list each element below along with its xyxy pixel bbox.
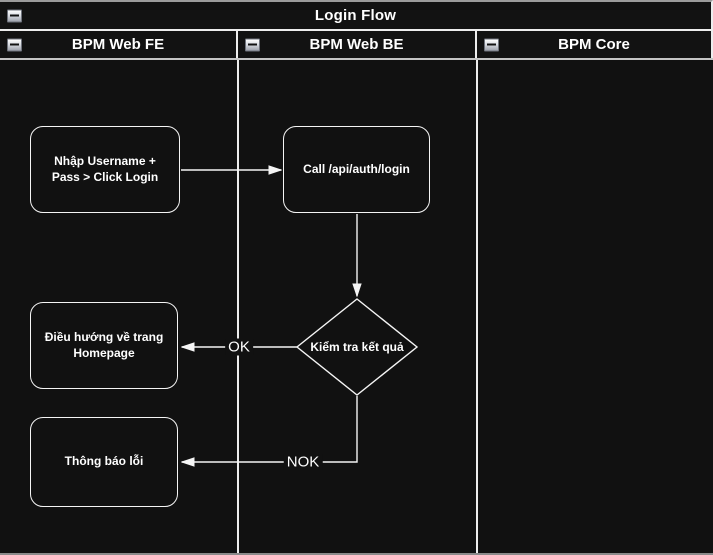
lane-label: BPM Core xyxy=(558,36,630,53)
node-label: Điều hướng về trang Homepage xyxy=(44,329,164,360)
collapse-minus-icon[interactable] xyxy=(7,9,22,22)
lane-header-bpm-web-be[interactable]: BPM Web BE xyxy=(238,31,477,58)
edge-label-nok[interactable]: NOK xyxy=(283,453,323,471)
node-redirect-homepage[interactable]: Điều hướng về trang Homepage xyxy=(30,302,178,389)
diagram-edges-layer xyxy=(181,60,478,553)
lane-label: BPM Web BE xyxy=(309,36,404,53)
collapse-minus-icon[interactable] xyxy=(7,38,22,51)
edge-check-nok-to-error[interactable] xyxy=(182,396,358,462)
lane-header-row: BPM Web FE BPM Web BE BPM Core xyxy=(0,31,713,60)
minus-glyph xyxy=(10,43,19,46)
diagram-body: Nhập Username + Pass > Click Login Call … xyxy=(0,60,713,555)
node-label: Call /api/auth/login xyxy=(303,161,410,176)
pool-title: Login Flow xyxy=(314,7,397,24)
node-call-login-api[interactable]: Call /api/auth/login xyxy=(283,126,430,213)
node-error-message[interactable]: Thông báo lỗi xyxy=(30,417,178,507)
node-login-input[interactable]: Nhập Username + Pass > Click Login xyxy=(30,126,180,213)
edge-label-ok[interactable]: OK xyxy=(225,338,253,356)
lane-header-bpm-web-fe[interactable]: BPM Web FE xyxy=(0,31,238,58)
minus-glyph xyxy=(10,14,19,17)
node-label: Nhập Username + Pass > Click Login xyxy=(51,153,159,184)
collapse-minus-icon[interactable] xyxy=(484,38,499,51)
minus-glyph xyxy=(487,43,496,46)
node-label: Thông báo lỗi xyxy=(64,454,144,469)
minus-glyph xyxy=(248,43,257,46)
decision-diamond-shape[interactable] xyxy=(295,298,419,396)
pool-title-bar: Login Flow xyxy=(0,0,713,31)
lane-header-bpm-core[interactable]: BPM Core xyxy=(477,31,713,58)
lane-label: BPM Web FE xyxy=(71,36,165,53)
collapse-minus-icon[interactable] xyxy=(245,38,260,51)
